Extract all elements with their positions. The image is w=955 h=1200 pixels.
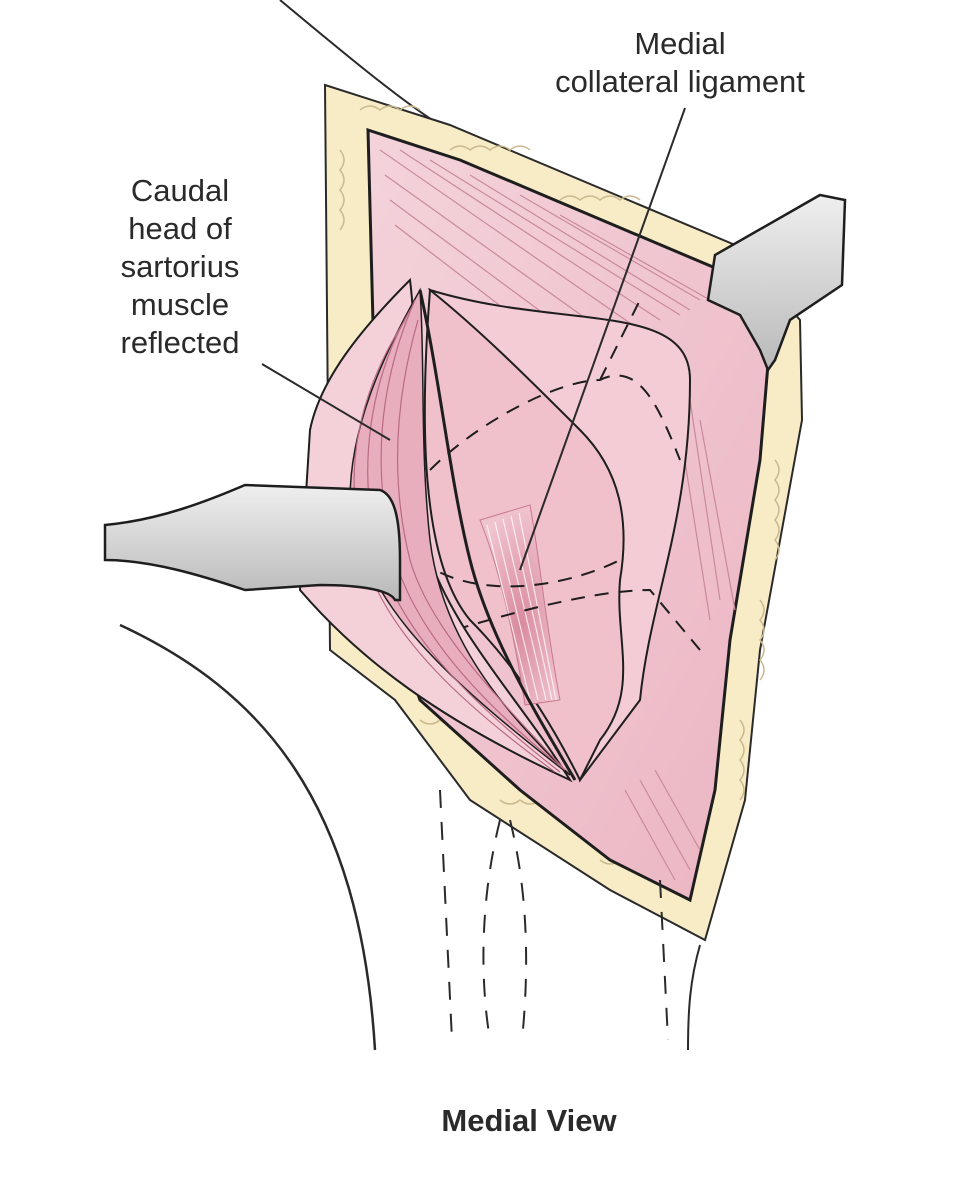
sartorius-edge	[418, 289, 577, 781]
thigh-outline	[279, 0, 441, 126]
figure-caption: Medial View	[441, 1103, 617, 1138]
label-sartorius-line: reflected	[120, 325, 240, 360]
label-sartorius: Caudal head of sartorius muscle reflecte…	[95, 172, 265, 362]
label-sartorius-line: Caudal	[130, 173, 230, 208]
retractor-left-icon	[103, 483, 402, 602]
leader-line-mcl	[519, 107, 686, 571]
leg-contour-left	[119, 623, 377, 1051]
retractor-upper-icon	[706, 193, 847, 373]
medial-collateral-ligament	[479, 504, 561, 706]
label-sartorius-line: sartorius	[120, 249, 240, 284]
label-sartorius-line: head of	[128, 211, 232, 246]
label-mcl-line2: collateral ligament	[555, 64, 805, 99]
label-mcl-line1: Medial	[634, 26, 726, 61]
label-medial-collateral-ligament: Medial collateral ligament	[520, 25, 840, 101]
label-sartorius-line: muscle	[130, 287, 230, 322]
dashed-tendons	[439, 789, 669, 1041]
sartorius-flap-inner	[349, 287, 571, 776]
leg-contour-right	[687, 944, 701, 1051]
leader-line-sartorius	[261, 363, 391, 441]
